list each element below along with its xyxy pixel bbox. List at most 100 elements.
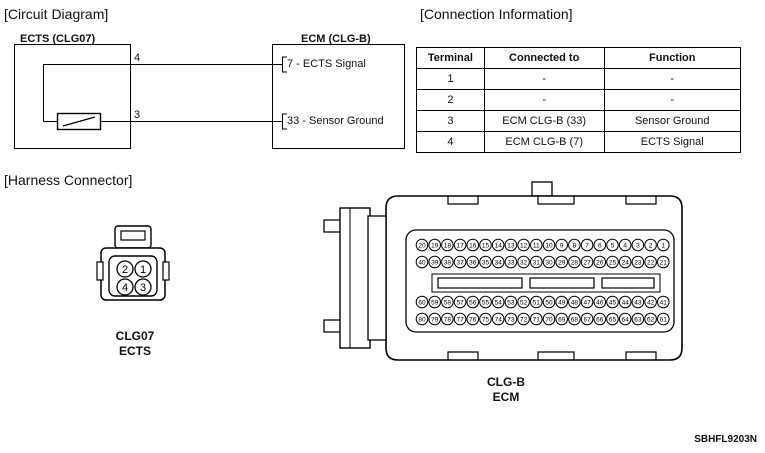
clg-b-pin-label: 76 [469,317,477,324]
clg-b-pin [441,255,454,269]
clg-b-pin-label: 3 [636,243,640,250]
clg-b-pin-label: 5 [611,243,615,250]
clg-b-pin [644,295,657,309]
ecm-pin-33-label: 33 - Sensor Ground [287,115,384,127]
clg-b-pin [453,295,467,309]
clg-b-pin [593,295,607,309]
clg-b-left-housing [339,207,371,349]
clg-b-pin [441,238,454,252]
clg-b-pin-label: 45 [609,300,617,307]
clg-b-pin-label: 18 [444,243,452,250]
clg-b-pin [479,312,492,326]
clg-b-pin [466,255,480,269]
clg-b-pin-label: 48 [571,300,579,307]
clg-b-pin-label: 77 [456,317,464,324]
clg-b-pin-label: 80 [418,317,426,324]
connection-table: Terminal Connected to Function 1 - - 2 -… [416,47,741,153]
clg-b-pin-label: 62 [647,317,655,324]
clg-b-pin-label: 47 [583,300,591,307]
connected-to-cell: - [483,68,605,90]
clg-b-pin-label: 52 [520,300,528,307]
clg-b-pin [580,238,594,252]
clg-b-pin-label: 59 [431,300,439,307]
function-cell: Sensor Ground [603,110,741,132]
clg07-pin-4-label: 4 [122,282,128,294]
clg-b-pin-label: 15 [482,243,490,250]
clg-b-pin-label: 44 [622,300,630,307]
ecm-pin33-bracket [282,113,287,130]
clg-b-pin-label: 55 [482,300,490,307]
clg-b-pin [606,312,619,326]
connected-to-cell: - [483,89,605,111]
connected-to-cell: ECM CLG-B (7) [483,131,605,153]
clg-b-pin-label: 57 [456,300,464,307]
clg-b-pin [517,255,530,269]
clg-b-pin-label: 51 [533,300,541,307]
clg-b-pin-label: 38 [444,260,452,267]
clg-b-pin-label: 56 [469,300,477,307]
clg-b-pin [479,255,492,269]
clg-b-pin [657,238,670,252]
clg-b-pin [479,238,492,252]
clg-b-pin [618,238,632,252]
clg-b-pin [530,255,543,269]
clg-b-pin [555,255,568,269]
clg-b-pin [542,312,556,326]
clg-b-pin [568,312,581,326]
clg-b-top-rib-left [447,196,479,205]
clg07-pin-3-label: 3 [140,282,146,294]
clg-b-top-rib-right [625,196,657,205]
clg-b-pin-label: 66 [596,317,604,324]
clg-b-pin [568,295,581,309]
clg-b-pin-label: 65 [609,317,617,324]
clg-b-pin-label: 32 [520,260,528,267]
clg-b-pin [593,312,607,326]
clg-b-slot-left [437,277,523,289]
terminal-cell: 1 [416,68,485,90]
clg-b-name: ECM [492,390,520,404]
header-terminal: Terminal [416,47,485,69]
clg-b-pin-label: 74 [495,317,503,324]
ects-box [14,44,131,149]
ecm-box [272,44,405,149]
clg-b-pin-label: 68 [571,317,579,324]
clg-b-bottom-rib-left [447,351,479,360]
clg-b-pin-label: 42 [647,300,655,307]
clg-b-pin-label: 27 [583,260,591,267]
clg-b-pin [568,255,581,269]
clg-b-pin [466,295,480,309]
clg-b-pin-label: 10 [545,243,553,250]
clg-b-pin [644,238,657,252]
clg-b-pin-label: 58 [444,300,452,307]
clg-b-left-mount-top [323,219,340,233]
clg07-pin-3 [134,278,152,296]
clg-b-pin [428,238,441,252]
clg-b-pin-label: 67 [583,317,591,324]
clg07-pin-1-label: 1 [140,264,146,276]
clg-b-pin-label: 29 [558,260,566,267]
clg-b-pin-label: 20 [418,243,426,250]
clg-b-pin [580,312,594,326]
clg-b-pin [415,255,429,269]
clg-b-pin [491,255,505,269]
header-connected-to: Connected to [483,47,605,69]
clg-b-pin [606,255,619,269]
clg-b-slot-frame [431,273,661,293]
clg-b-pin-label: 34 [495,260,503,267]
clg-b-pin [618,295,632,309]
clg-b-pin [631,255,645,269]
clg-b-pin [580,255,594,269]
clg-b-pin [517,312,530,326]
clg-b-pin-label: 71 [533,317,541,324]
clg-b-pin-label: 64 [622,317,630,324]
clg-b-pin [504,295,518,309]
clg07-pin-1 [134,260,152,278]
function-cell: - [603,68,741,90]
ects-internal-wire-top [43,64,131,122]
clg-b-slot-center [529,277,595,289]
clg-b-pin [631,238,645,252]
clg-b-slot-right [601,277,655,289]
clg-b-pin-label: 36 [469,260,477,267]
clg-b-pin [657,312,670,326]
clg-b-pin [428,312,441,326]
